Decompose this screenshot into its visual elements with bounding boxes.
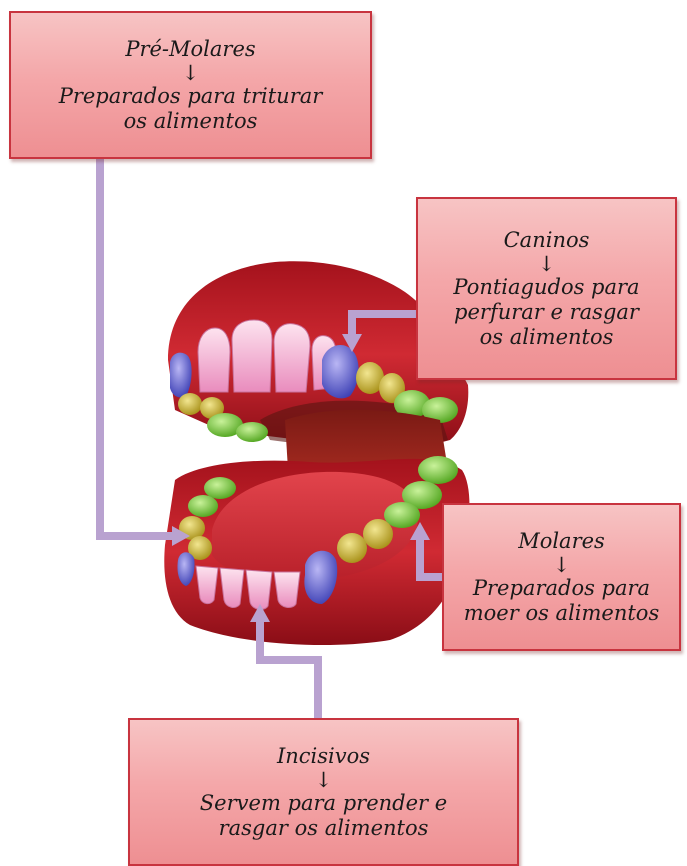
label-title: Pré-Molares (125, 37, 255, 62)
label-title: Incisivos (277, 744, 370, 769)
down-arrow-icon: ↓ (182, 62, 200, 84)
label-box-caninos: Caninos ↓ Pontiagudos para perfurar e ra… (416, 197, 677, 380)
down-arrow-icon: ↓ (538, 253, 556, 275)
connector-premolares (100, 159, 172, 536)
label-box-molares: Molares ↓ Preparados para moer os alimen… (442, 503, 681, 651)
down-arrow-icon: ↓ (553, 554, 571, 576)
label-title: Caninos (504, 228, 590, 253)
label-description: Pontiagudos para perfurar e rasgar os al… (453, 275, 639, 350)
label-description: Preparados para triturar os alimentos (59, 84, 323, 134)
upper-canine-right (322, 345, 359, 398)
label-description: Preparados para moer os alimentos (464, 576, 659, 626)
upper-canine-left (170, 353, 192, 398)
label-box-premolares: Pré-Molares ↓ Preparados para triturar o… (9, 11, 372, 159)
label-title: Molares (518, 529, 605, 554)
label-box-incisivos: Incisivos ↓ Servem para prender e rasgar… (128, 718, 519, 866)
label-description: Servem para prender e rasgar os alimento… (200, 791, 447, 841)
down-arrow-icon: ↓ (315, 769, 333, 791)
